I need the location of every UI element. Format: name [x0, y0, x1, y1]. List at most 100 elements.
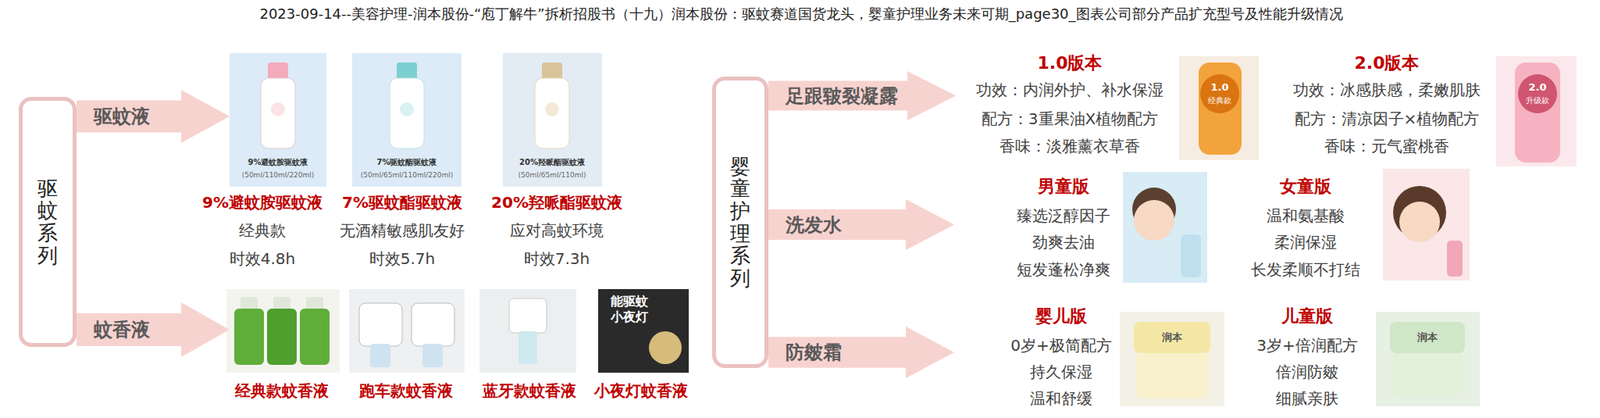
series-box: 驱蚊系列	[18, 96, 77, 347]
bottle-badge	[399, 102, 414, 117]
picture-label: 小夜灯	[610, 309, 649, 325]
bottle-body	[234, 308, 264, 365]
picture-label: 20%羟哌酯驱蚊液	[519, 157, 585, 168]
series-title: 婴童护理系列	[730, 155, 751, 290]
product-detail: 时效7.3h	[523, 249, 590, 268]
picture-label: (50ml/65ml/110ml/220ml)	[360, 171, 453, 180]
heater-device	[411, 302, 455, 346]
product-detail: 温和舒缓	[1029, 388, 1093, 408]
product-group: 经典款蚊香液	[224, 287, 341, 403]
product-photo	[352, 53, 462, 187]
product-group: 2.0版本功效：冰感肤感，柔嫩肌肤配方：清凉因子×植物配方香味：元气蜜桃香	[1280, 49, 1579, 169]
product-photo	[1375, 311, 1480, 407]
arrow-fill	[768, 326, 955, 378]
product-name: 小夜灯蚊香液	[594, 381, 688, 400]
product-detail: 温和氨基酸	[1266, 206, 1345, 225]
picture-label: 1.0	[1210, 81, 1229, 94]
product-detail: 经典款	[238, 220, 286, 240]
product-name: 蓝牙款蚊香液	[482, 381, 577, 400]
product-detail: 功效：内润外护、补水保湿	[976, 80, 1164, 100]
product-group: 女童版温和氨基酸柔润保湿长发柔顺不打结	[1241, 165, 1472, 283]
picture-label: 9%避蚊胺驱蚊液	[248, 157, 309, 168]
branch-label: 蚊香液	[76, 317, 150, 343]
branch-label: 防皴霜	[768, 339, 842, 365]
product-name: 跑车款蚊香液	[359, 381, 453, 400]
product-detail: 倍润防皴	[1275, 362, 1339, 382]
tube-body	[1198, 62, 1242, 155]
bottle-body	[389, 78, 425, 149]
bottle-body	[534, 78, 570, 149]
bottle-body	[267, 308, 297, 365]
bottle-cap	[273, 296, 291, 310]
picture-label: (50ml/65ml/110ml)	[518, 171, 587, 180]
picture-label: (50ml/110ml/220ml)	[242, 171, 315, 180]
product-name: 婴儿版	[1035, 306, 1087, 327]
bottle-cap	[396, 62, 417, 80]
product-group: 儿童版 3岁+倍润配方倍润防皴细腻亲肤	[1241, 306, 1483, 412]
branch-arrow: 足跟皲裂凝露	[768, 71, 956, 121]
jar-body	[1136, 351, 1209, 399]
product-name: 9%避蚊胺驱蚊液	[202, 192, 323, 212]
version-badge	[1200, 74, 1240, 114]
bottle-body	[422, 343, 443, 368]
product-group: 蓝牙款蚊香液	[473, 287, 586, 403]
product-detail: 0岁+极简配方	[1010, 335, 1112, 355]
version-badge	[1518, 74, 1558, 114]
product-detail: 无酒精敏感肌友好	[339, 220, 465, 240]
product-group: 婴儿版 0岁+极简配方持久保湿温和舒缓	[999, 306, 1226, 412]
product-detail: 细腻亲肤	[1275, 388, 1339, 408]
product-name: 男童版	[1037, 176, 1090, 197]
product-detail: 臻选泛醇因子	[1016, 206, 1111, 225]
heater-device	[359, 302, 403, 346]
series-title: 驱蚊系列	[37, 177, 58, 267]
jar-lid	[1389, 321, 1465, 353]
tube-body	[1514, 62, 1561, 163]
bottle-cap	[267, 62, 289, 80]
branch-label: 驱蚊液	[76, 103, 150, 129]
product-name: 1.0版本	[1037, 53, 1103, 74]
picture-label: 润本	[1417, 331, 1438, 344]
branch-arrow: 驱蚊液	[76, 89, 230, 143]
arrow-fill	[76, 89, 230, 143]
product-photo	[1179, 56, 1259, 161]
bottle-cap	[240, 296, 258, 310]
bottle-body	[1180, 234, 1201, 278]
picture-label: 升级款	[1525, 96, 1550, 106]
product-name: 儿童版	[1281, 306, 1333, 327]
branch-arrow: 洗发水	[768, 199, 955, 250]
product-detail: 持久保湿	[1029, 362, 1093, 382]
bottle-cap	[541, 62, 563, 80]
product-detail: 配方：3重果油X植物配方	[981, 109, 1159, 129]
picture-label: 润本	[1161, 331, 1183, 344]
product-name: 2.0版本	[1354, 53, 1420, 74]
product-detail: 应对高蚊环境	[509, 220, 604, 240]
product-group: 跑车款蚊香液	[347, 287, 467, 403]
bottle-body	[370, 343, 391, 368]
product-photo	[1119, 311, 1225, 407]
child-face	[1133, 199, 1175, 241]
bottle-body	[1446, 240, 1463, 277]
page-title: 2023-09-14--美容护理-润本股份-“庖丁解牛”拆析招股书（十九）润本股…	[259, 5, 1343, 23]
product-photo	[502, 53, 603, 187]
bottle-cap	[306, 296, 324, 310]
child-face	[1399, 201, 1440, 243]
bottle-body	[260, 78, 296, 149]
product-photo	[598, 288, 689, 373]
product-detail: 配方：清凉因子×植物配方	[1294, 109, 1480, 129]
arrow-fill	[768, 71, 956, 121]
bottle-badge	[270, 102, 286, 117]
product-detail: 劲爽去油	[1032, 232, 1095, 252]
product-name: 经典款蚊香液	[235, 381, 329, 400]
product-photo	[1496, 56, 1577, 167]
product-photo	[226, 288, 340, 373]
product-detail: 柔润保湿	[1274, 232, 1337, 252]
product-name: 女童版	[1279, 176, 1332, 197]
branch-label: 洗发水	[768, 212, 842, 238]
picture-label: 7%驱蚊酯驱蚊液	[377, 157, 438, 168]
jar-lid	[1133, 321, 1211, 353]
product-detail: 时效4.8h	[229, 249, 296, 268]
product-detail: 香味：淡雅薰衣草香	[999, 136, 1141, 156]
product-detail: 3岁+倍润配方	[1256, 335, 1358, 355]
product-name: 7%驱蚊酯驱蚊液	[342, 192, 463, 212]
